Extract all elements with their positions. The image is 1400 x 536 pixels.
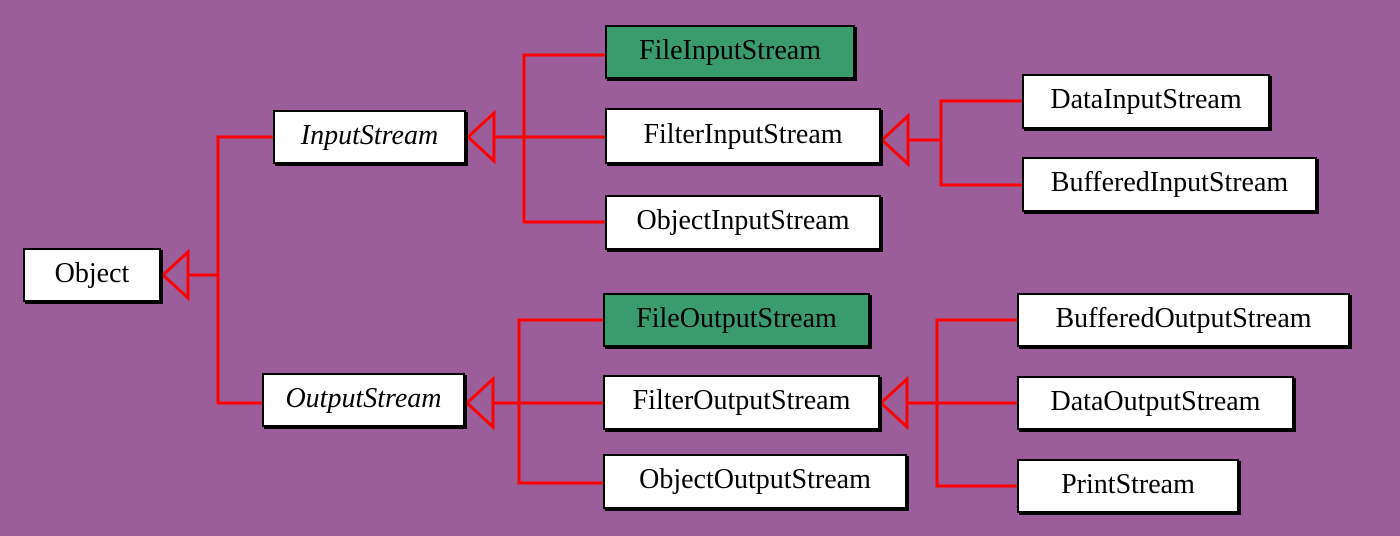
node-buffered-output-stream: BufferedOutputStream — [1017, 293, 1350, 347]
node-file-input-stream: FileInputStream — [605, 25, 855, 79]
node-input-stream: InputStream — [273, 110, 466, 164]
node-filter-output-stream: FilterOutputStream — [603, 375, 880, 430]
node-buffered-input-stream: BufferedInputStream — [1022, 157, 1317, 212]
node-object-output-stream: ObjectOutputStream — [603, 454, 907, 509]
node-file-output-stream: FileOutputStream — [603, 293, 870, 347]
node-data-output-stream: DataOutputStream — [1017, 376, 1294, 430]
arrow-object — [160, 248, 190, 302]
arrow-filterinput — [879, 112, 910, 168]
node-object-input-stream: ObjectInputStream — [605, 195, 881, 250]
node-object: Object — [23, 248, 161, 302]
arrow-outputstream — [464, 375, 495, 431]
node-filter-input-stream: FilterInputStream — [605, 108, 881, 164]
connector-filterinput-children — [939, 99, 1024, 187]
connector-object-children — [216, 135, 275, 405]
node-output-stream: OutputStream — [262, 373, 465, 427]
node-data-input-stream: DataInputStream — [1022, 74, 1270, 129]
arrow-inputstream — [465, 109, 496, 165]
node-print-stream: PrintStream — [1017, 459, 1239, 513]
arrow-filteroutput — [878, 375, 909, 431]
